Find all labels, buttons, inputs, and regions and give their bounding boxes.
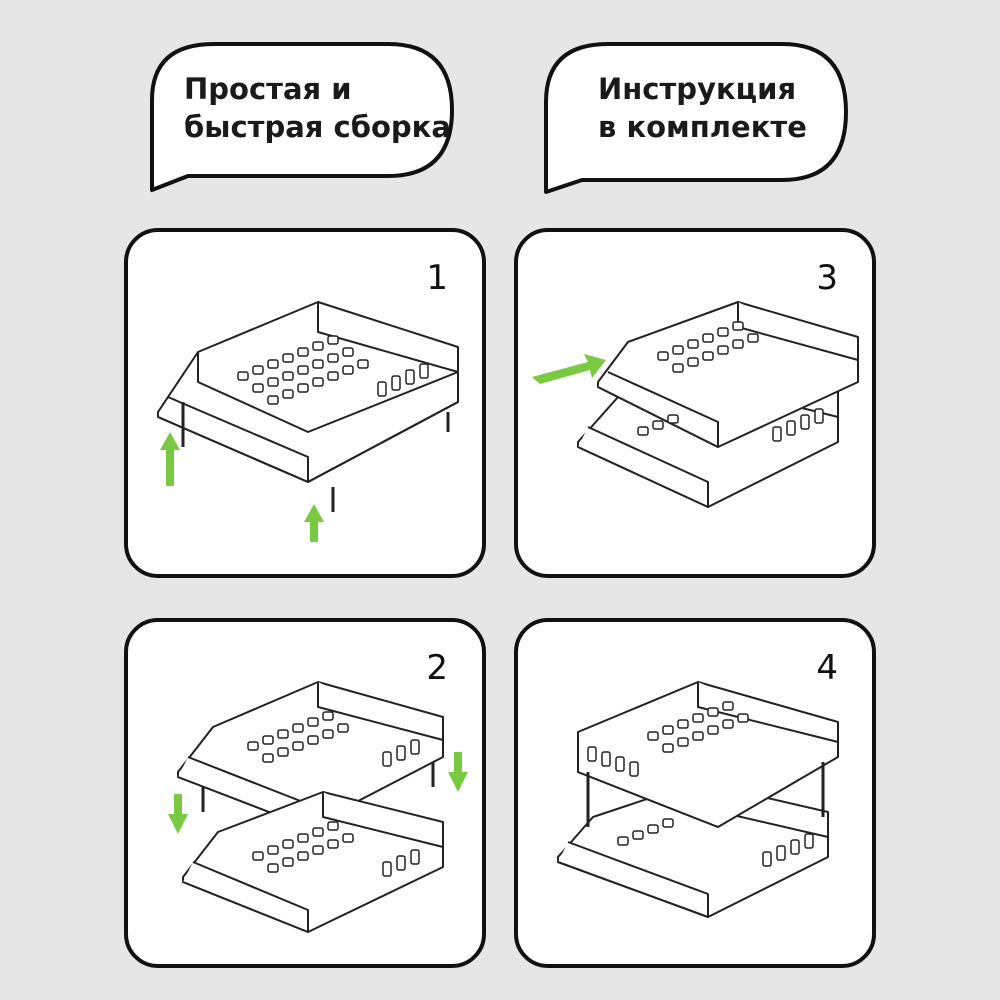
bubble-text-assembly: Простая и быстрая сборка	[184, 70, 451, 146]
speech-bubble-shape	[150, 42, 454, 192]
step-panel-2: 2	[124, 618, 486, 968]
bubble-text-instructions: Инструкция в комплекте	[598, 70, 807, 146]
bubble-line-1: Простая и	[184, 72, 352, 106]
step-number: 3	[816, 258, 838, 298]
bubble-line-2: в комплекте	[598, 110, 807, 144]
tray-insert-icon	[532, 301, 859, 508]
tray-stacking-icon	[168, 681, 468, 933]
tray-complete-icon	[557, 681, 839, 918]
tray-assembly-posts-icon	[157, 301, 459, 542]
speech-bubble-assembly: Простая и быстрая сборка	[148, 40, 458, 200]
arrow-right-icon	[532, 354, 606, 384]
step-panel-1: 1	[124, 228, 486, 578]
step-number: 4	[816, 648, 838, 688]
bubble-line-1: Инструкция	[598, 72, 797, 106]
step-number: 1	[426, 258, 448, 298]
speech-bubble-shape	[544, 42, 848, 194]
step-panel-3: 3	[514, 228, 876, 578]
speech-bubble-instructions: Инструкция в комплекте	[542, 40, 852, 200]
step-panel-4: 4	[514, 618, 876, 968]
step-number: 2	[426, 648, 448, 688]
bubble-line-2: быстрая сборка	[184, 110, 451, 144]
